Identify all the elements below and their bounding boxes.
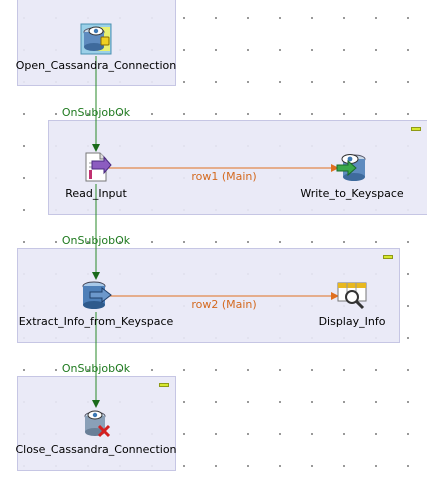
log-row-icon [337, 282, 367, 310]
trigger-arrowhead-1 [92, 144, 100, 152]
row1-label[interactable]: row1 (Main) [191, 170, 256, 183]
collapse-subjob-button[interactable] [159, 383, 169, 387]
component-close-cassandra-connection[interactable]: Close_Cassandra_Connection [0, 407, 196, 456]
cassandra-connection-icon [80, 23, 112, 55]
component-open-cassandra-connection[interactable]: Open_Cassandra_Connection [0, 23, 196, 72]
collapse-subjob-button[interactable] [411, 127, 421, 131]
trigger-label-2[interactable]: OnSubjobOk [62, 234, 131, 247]
component-label: Display_Info [318, 315, 386, 328]
component-label: Write_to_Keyspace [300, 187, 404, 200]
cassandra-close-icon [84, 410, 111, 438]
cassandra-output-icon [336, 154, 366, 181]
component-label: Open_Cassandra_Connection [15, 59, 177, 72]
trigger-label-1[interactable]: OnSubjobOk [62, 106, 131, 119]
component-extract-info-from-keyspace[interactable]: Extract_Info_from_Keyspace [0, 279, 196, 328]
component-display-info[interactable]: Display_Info [252, 279, 427, 328]
row2-arrowhead [331, 292, 339, 300]
file-input-icon [85, 152, 112, 182]
row2-label[interactable]: row2 (Main) [191, 298, 256, 311]
trigger-label-3[interactable]: OnSubjobOk [62, 362, 131, 375]
component-label: Extract_Info_from_Keyspace [18, 315, 174, 328]
component-label: Close_Cassandra_Connection [15, 443, 177, 456]
row1-arrowhead [331, 164, 339, 172]
trigger-arrowhead-2 [92, 272, 100, 280]
collapse-subjob-button[interactable] [383, 255, 393, 259]
component-read-input[interactable]: Read_Input [0, 151, 196, 200]
trigger-arrowhead-3 [92, 400, 100, 408]
component-label: Read_Input [65, 187, 127, 200]
component-write-to-keyspace[interactable]: Write_to_Keyspace [252, 151, 427, 200]
cassandra-input-icon [82, 281, 112, 309]
